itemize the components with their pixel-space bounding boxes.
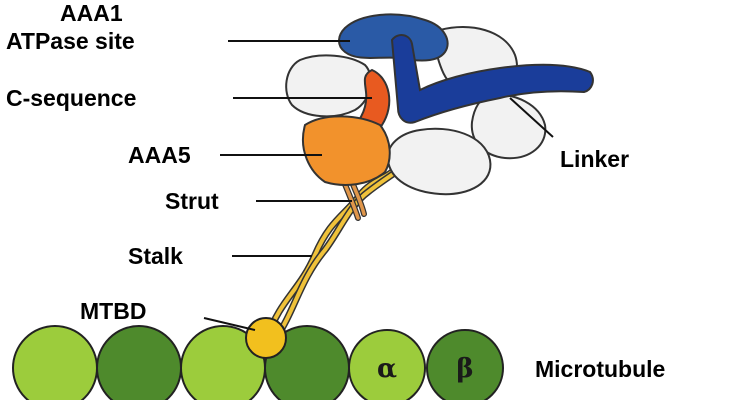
tubulin-subunit [96,325,182,405]
ring-domain [470,93,547,160]
mtbd-domain [245,317,287,359]
alpha-symbol: α [377,354,397,384]
label-mtbd: MTBD [80,298,147,324]
ring-domain [386,127,492,196]
tubulin-subunit [12,325,98,405]
aaa5-domain [301,115,391,186]
linker-domain [390,34,594,124]
stalk [264,164,406,342]
label-atpase-site: ATPase site [6,28,135,54]
beta-tubulin [426,329,504,405]
label-microtubule: Microtubule [535,356,666,382]
label-linker: Linker [560,146,630,172]
label-strut: Strut [165,188,219,214]
alpha-tubulin [348,329,426,405]
label-aaa5: AAA5 [128,142,191,168]
label-aaa1: AAA1 [60,0,123,26]
ring-domain [285,54,372,118]
leader-linker [509,97,554,138]
label-stalk: Stalk [128,243,183,269]
label-c-sequence: C-sequence [6,85,137,111]
leader-mtbd [203,317,256,331]
leader-lines [203,40,554,331]
microtubule: α β [12,325,504,405]
beta-symbol: β [456,354,473,384]
